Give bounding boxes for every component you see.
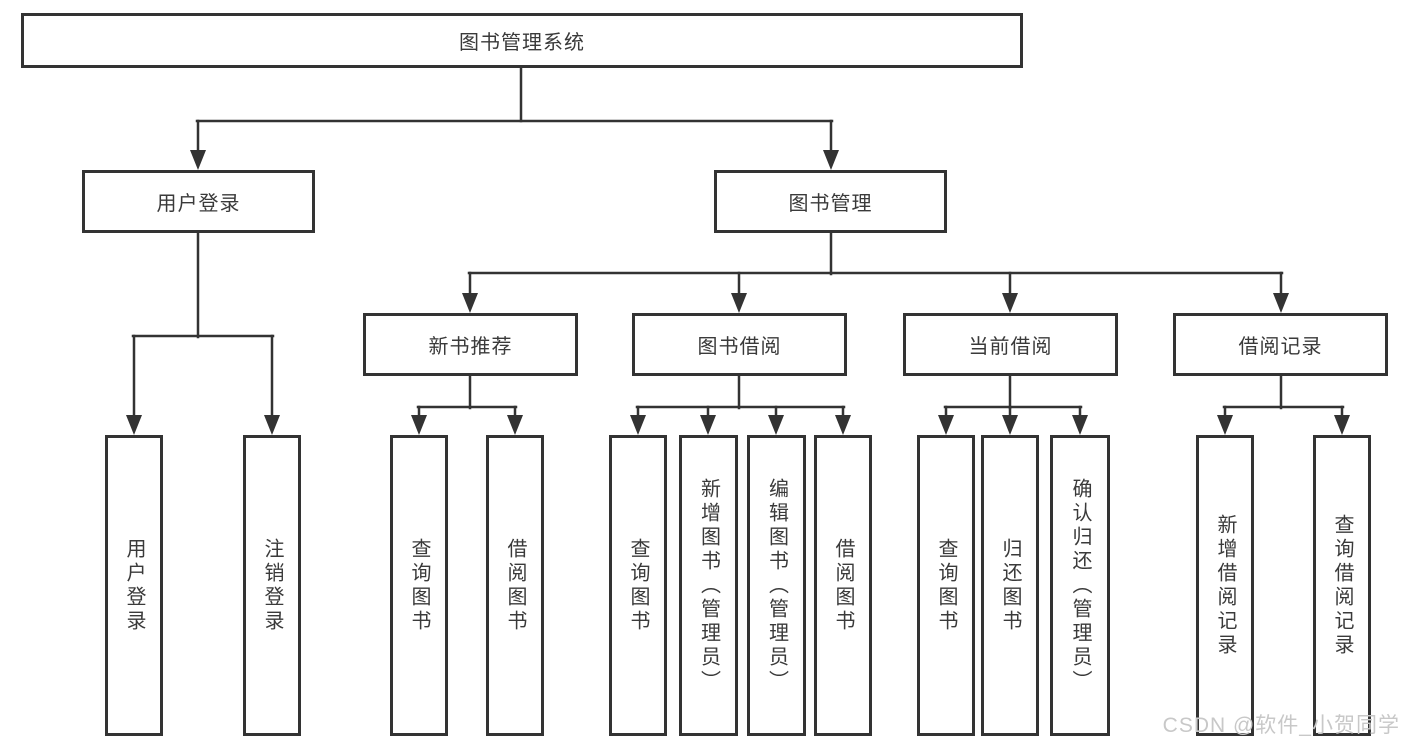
leaf-current-query-books: 查询图书 (917, 435, 975, 736)
node-current-borrow: 当前借阅 (903, 313, 1118, 376)
node-borrow-records: 借阅记录 (1173, 313, 1388, 376)
leaf-borrow-add-books-admin: 新增图书（管理员） (679, 435, 738, 736)
leaf-records-query-borrow-record: 查询借阅记录 (1313, 435, 1371, 736)
leaf-current-return-books: 归还图书 (981, 435, 1039, 736)
node-book-management-branch: 图书管理 (714, 170, 947, 233)
leaf-records-add-borrow-record: 新增借阅记录 (1196, 435, 1254, 736)
node-root-library-system: 图书管理系统 (21, 13, 1023, 68)
leaf-borrow-edit-books-admin: 编辑图书（管理员） (747, 435, 806, 736)
node-new-book-recommend: 新书推荐 (363, 313, 578, 376)
node-user-login-branch: 用户登录 (82, 170, 315, 233)
leaf-logout-login: 注销登录 (243, 435, 301, 736)
leaf-borrow-borrow-books: 借阅图书 (814, 435, 872, 736)
leaf-recommend-query-books: 查询图书 (390, 435, 448, 736)
leaf-borrow-query-books: 查询图书 (609, 435, 667, 736)
node-book-borrow: 图书借阅 (632, 313, 847, 376)
arrowhead-icons (126, 150, 1350, 435)
csdn-watermark: CSDN @软件_小贺同学 (1162, 714, 1400, 737)
leaf-recommend-borrow-books: 借阅图书 (486, 435, 544, 736)
leaf-user-login: 用户登录 (105, 435, 163, 736)
leaf-current-confirm-return-admin: 确认归还（管理员） (1050, 435, 1110, 736)
